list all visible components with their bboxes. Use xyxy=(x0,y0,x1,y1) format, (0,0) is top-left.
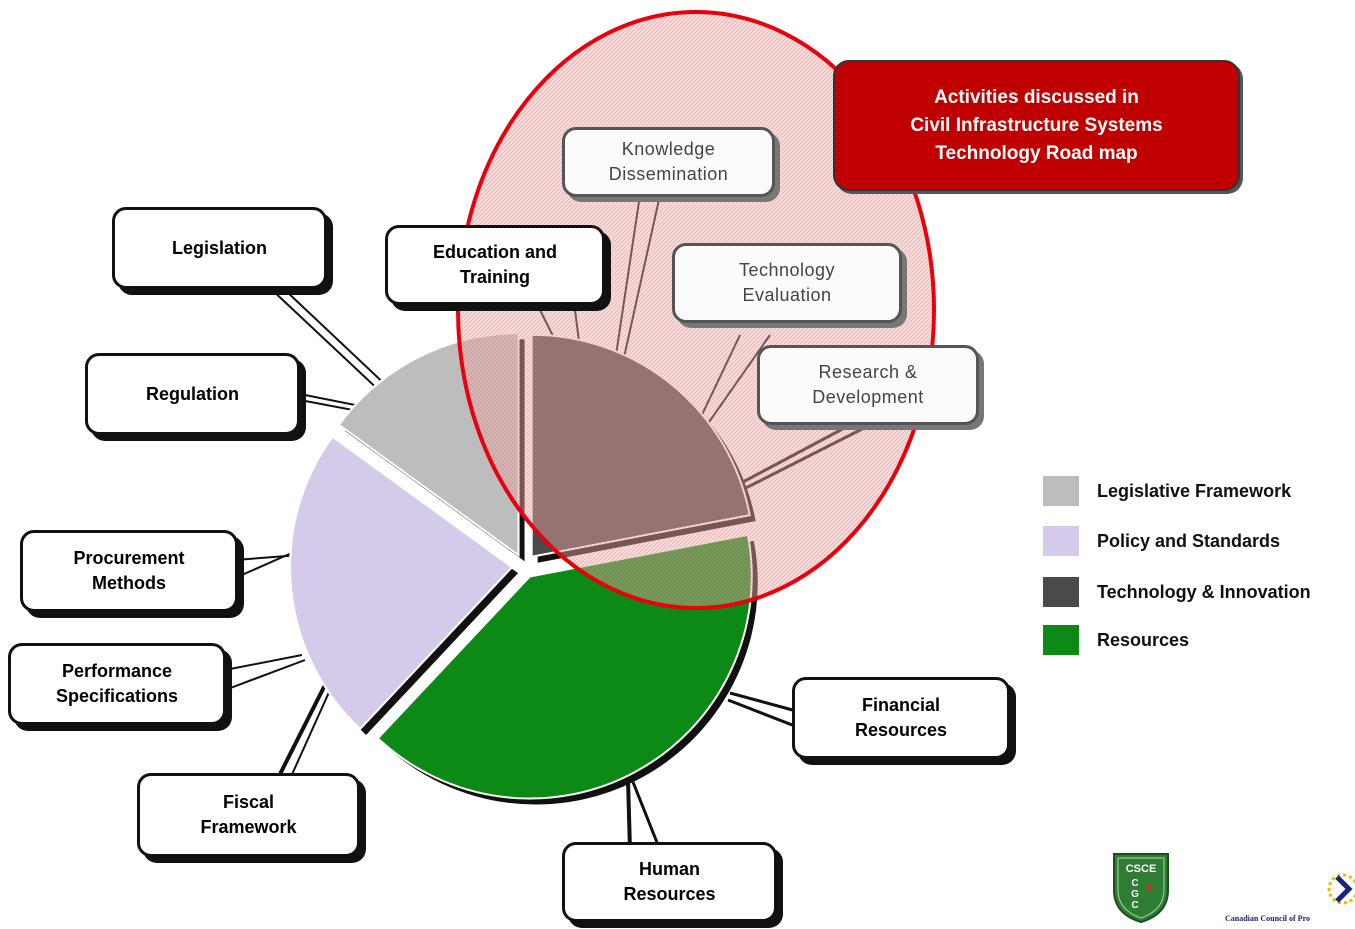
bubble-regulation: Regulation xyxy=(85,353,300,435)
legend-swatch xyxy=(1043,526,1079,556)
bubble-procurement-methods: Procurement Methods xyxy=(20,530,238,612)
bubble-fiscal-framework: Fiscal Framework xyxy=(137,773,360,857)
bubble-technology-evaluation: Technology Evaluation xyxy=(672,243,902,323)
legend-label: Policy and Standards xyxy=(1097,530,1281,551)
csce-logo: CSCE C G C xyxy=(1113,853,1169,924)
svg-text:CSCE: CSCE xyxy=(1126,863,1157,875)
bubble-knowledge-dissemination: Knowledge Dissemination xyxy=(562,127,775,197)
legend-item: Legislative Framework xyxy=(1043,476,1291,506)
legend-item: Policy and Standards xyxy=(1043,526,1280,556)
legend-label: Resources xyxy=(1097,629,1190,650)
bubble-research-development: Research & Development xyxy=(757,345,979,425)
bubble-financial-resources: Financial Resources xyxy=(792,677,1010,759)
legend-label: Technology & Innovation xyxy=(1097,581,1311,602)
legend-item: Resources xyxy=(1043,625,1189,655)
svg-text:G: G xyxy=(1131,889,1139,900)
ccpe-logo: Canadian Council of Pro xyxy=(1225,873,1355,923)
bubble-performance-specifications: Performance Specifications xyxy=(8,643,226,725)
activities-callout: Activities discussed in Civil Infrastruc… xyxy=(833,60,1240,191)
legend-swatch xyxy=(1043,476,1079,506)
legend-item: Technology & Innovation xyxy=(1043,577,1311,607)
bubble-legislation: Legislation xyxy=(112,207,327,289)
bubble-education-training: Education and Training xyxy=(385,225,605,305)
svg-text:C: C xyxy=(1131,878,1138,889)
svg-text:C: C xyxy=(1131,900,1138,911)
legend-label: Legislative Framework xyxy=(1097,480,1292,501)
bubble-human-resources: Human Resources xyxy=(562,842,777,922)
legend-swatch xyxy=(1043,625,1079,655)
ccpe-logo-text: Canadian Council of Pro xyxy=(1225,914,1310,923)
legend-swatch xyxy=(1043,577,1079,607)
pie-slice-policy-and-standards xyxy=(289,435,514,731)
